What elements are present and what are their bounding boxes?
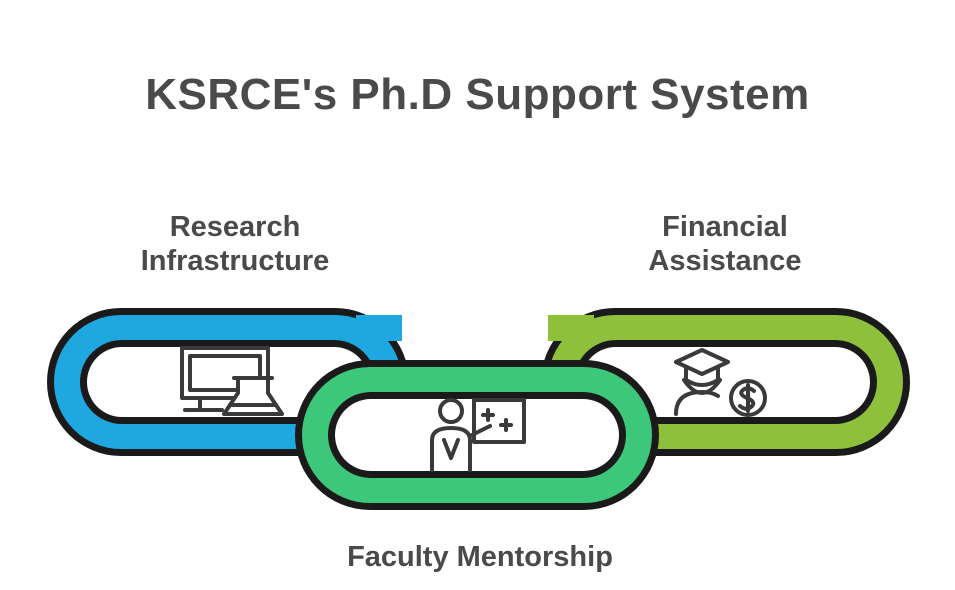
diagram-title: KSRCE's Ph.D Support System — [145, 70, 810, 119]
label-line: Financial — [662, 211, 788, 243]
label-line: Infrastructure — [140, 245, 330, 277]
label-research-infrastructure: Research Infrastructure — [70, 210, 400, 278]
label-financial-assistance: Financial Assistance — [560, 210, 890, 278]
chain-link-financial — [541, 308, 910, 456]
chain-overlap-right — [548, 315, 594, 341]
label-faculty-mentorship: Faculty Mentorship — [347, 541, 613, 573]
graduate-dollar-icon — [674, 348, 767, 417]
chain-overlap-left — [356, 315, 402, 341]
chain-link-mentorship — [295, 360, 659, 510]
label-line: Research — [169, 211, 301, 243]
computer-lab-flask-icon — [180, 346, 284, 416]
mentor-whiteboard-icon — [430, 398, 526, 472]
label-line: Assistance — [648, 245, 802, 277]
